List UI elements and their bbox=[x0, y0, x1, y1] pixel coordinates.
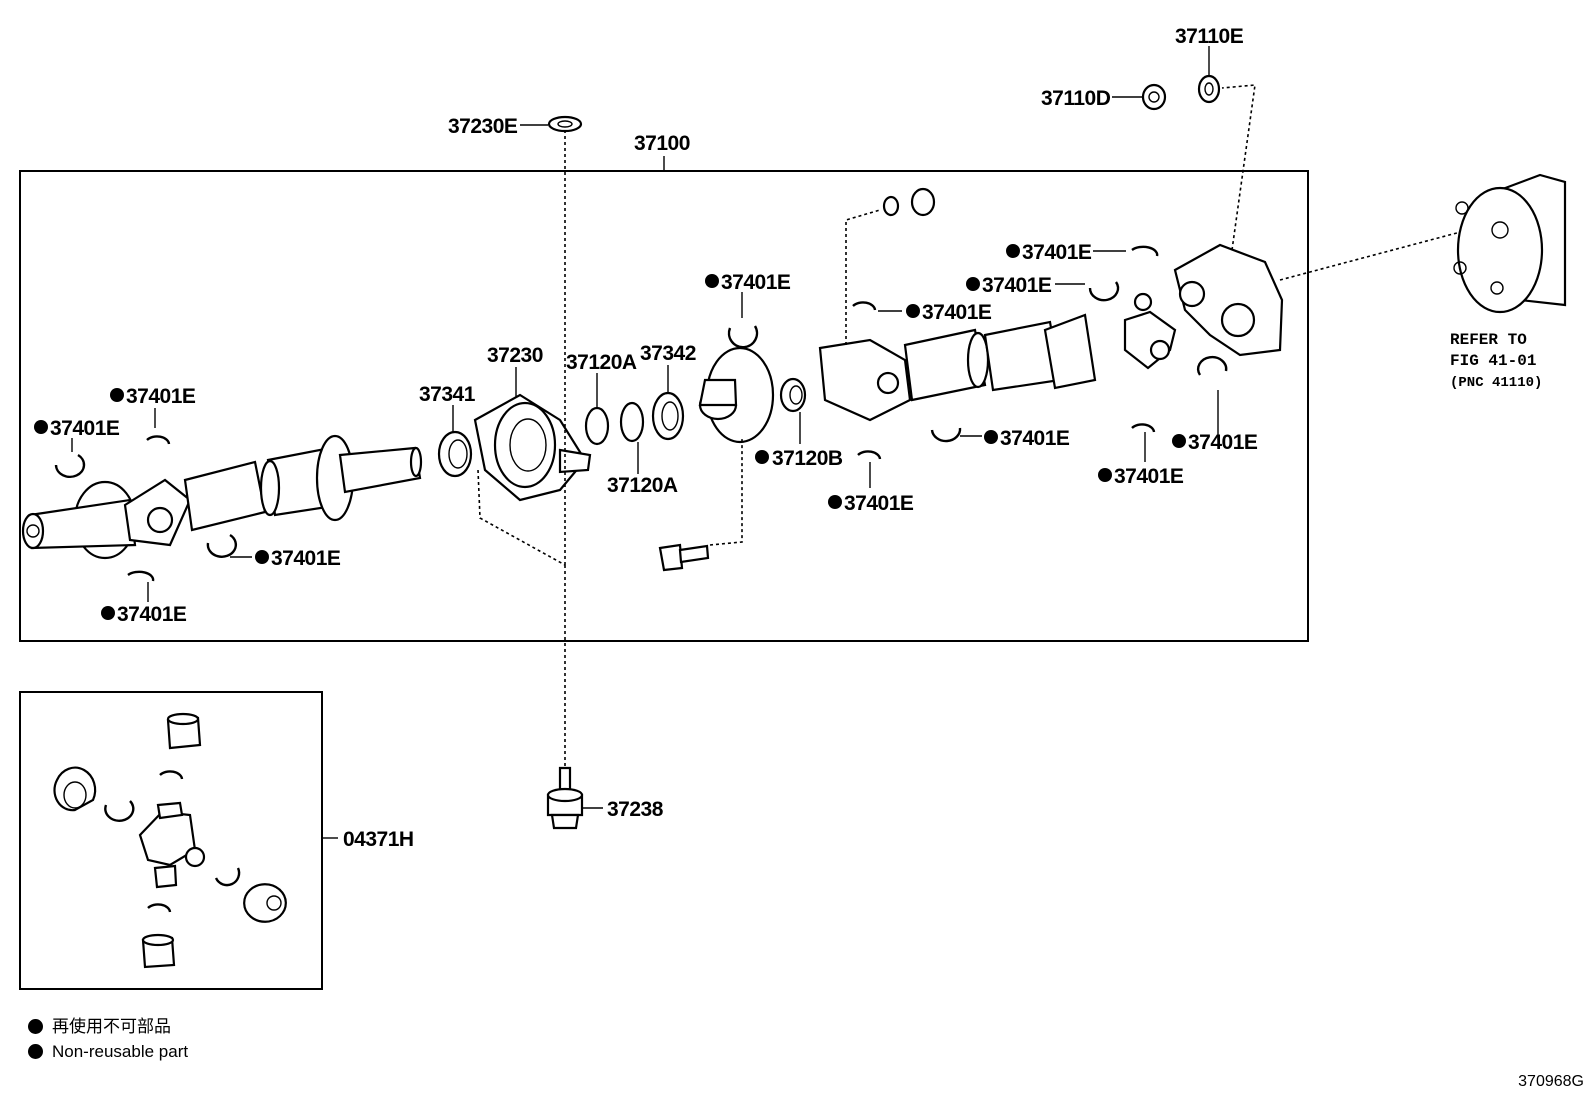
svg-text:37401E: 37401E bbox=[1022, 241, 1092, 264]
flange-yoke bbox=[1173, 243, 1284, 357]
refer-line-2: FIG 41-01 bbox=[1450, 352, 1536, 370]
svg-text:37401E: 37401E bbox=[844, 492, 914, 515]
figure-code: 370968G bbox=[1518, 1073, 1584, 1090]
svg-text:37401E: 37401E bbox=[982, 274, 1052, 297]
seal-37341 bbox=[437, 430, 473, 478]
companion-flange bbox=[698, 346, 807, 444]
legend-row-en: Non-reusable part bbox=[28, 1039, 188, 1064]
label-37110D: 37110D bbox=[1041, 87, 1111, 110]
label-37342: 37342 bbox=[640, 342, 696, 365]
nuts bbox=[882, 187, 936, 217]
refer-line-1: REFER TO bbox=[1450, 331, 1527, 349]
svg-text:37401E: 37401E bbox=[922, 301, 992, 324]
bolt bbox=[658, 543, 710, 572]
stud-37238 bbox=[546, 766, 584, 830]
washer-37110E bbox=[1197, 74, 1221, 104]
label-37341: 37341 bbox=[419, 383, 476, 406]
svg-text:37401E: 37401E bbox=[117, 603, 187, 626]
svg-text:37401E: 37401E bbox=[50, 417, 120, 440]
legend-row-jp: 再使用不可部品 bbox=[28, 1014, 188, 1039]
svg-text:37401E: 37401E bbox=[1188, 431, 1258, 454]
spider-kit-frame bbox=[19, 691, 323, 990]
snap-rings-37401E bbox=[54, 245, 1228, 582]
spider-kit-04371H bbox=[53, 712, 287, 969]
label-37230: 37230 bbox=[487, 344, 543, 367]
label-37238: 37238 bbox=[607, 798, 664, 821]
label-37120A-top: 37120A bbox=[566, 351, 637, 374]
snap-rings-37120A bbox=[584, 401, 645, 446]
label-37110E: 37110E bbox=[1175, 25, 1244, 48]
non-reusable-dot-icon bbox=[28, 1044, 43, 1059]
center-bearing-37230 bbox=[473, 393, 592, 502]
svg-text:37401E: 37401E bbox=[126, 385, 196, 408]
label-37120A-bottom: 37120A bbox=[607, 474, 678, 497]
washer-37342 bbox=[651, 391, 685, 441]
non-reusable-dot-icon bbox=[28, 1019, 43, 1034]
refer-line-3: (PNC 41110) bbox=[1450, 375, 1542, 391]
nut-37110D bbox=[1141, 83, 1167, 111]
washer-37230E bbox=[547, 115, 583, 133]
labels-37401E: 37401E 37401E 37401E 37401E 37401E 37401… bbox=[34, 241, 1258, 626]
label-37120B: 37120B bbox=[772, 447, 843, 470]
svg-text:37401E: 37401E bbox=[1114, 465, 1184, 488]
universal-joint-spider bbox=[1123, 292, 1177, 370]
svg-text:37401E: 37401E bbox=[271, 547, 341, 570]
legend-text-en: Non-reusable part bbox=[52, 1042, 189, 1061]
rear-propeller-shaft bbox=[818, 313, 1097, 422]
svg-text:37401E: 37401E bbox=[721, 271, 791, 294]
legend: 再使用不可部品 Non-reusable part bbox=[28, 1014, 188, 1064]
label-37230E: 37230E bbox=[448, 115, 518, 138]
front-propeller-shaft bbox=[21, 434, 423, 560]
label-04371H: 04371H bbox=[343, 828, 414, 851]
differential-companion-flange bbox=[1453, 173, 1567, 314]
legend-text-jp: 再使用不可部品 bbox=[52, 1017, 171, 1036]
label-37100: 37100 bbox=[634, 132, 690, 155]
svg-text:37401E: 37401E bbox=[1000, 427, 1070, 450]
